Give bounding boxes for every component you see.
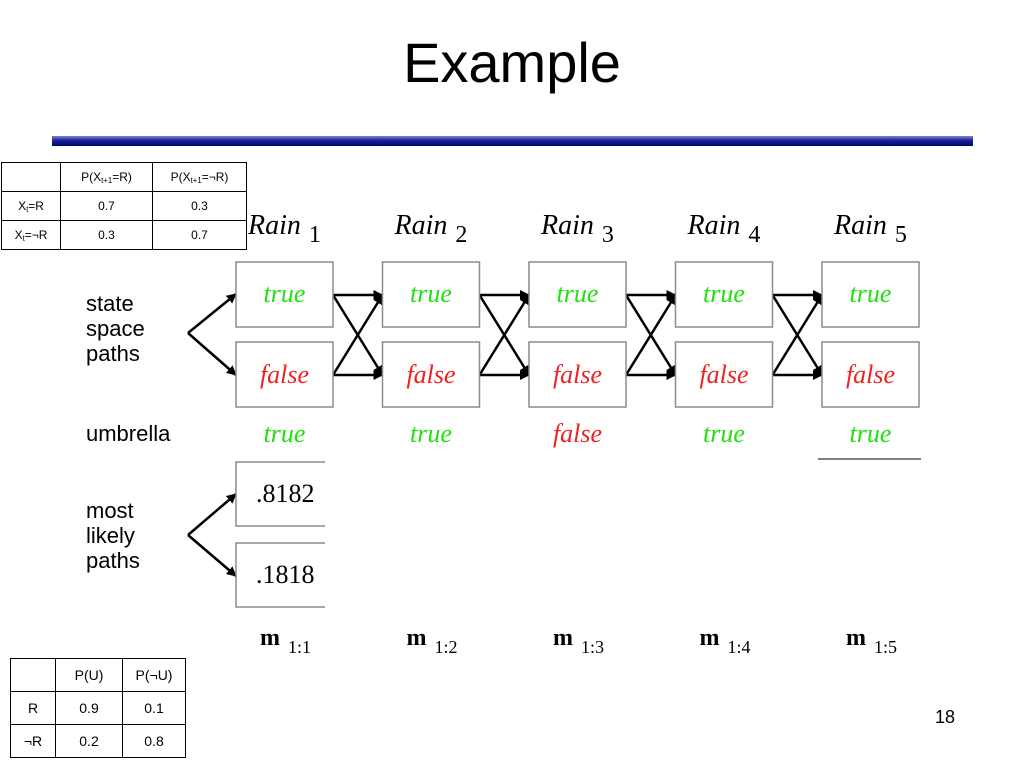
state-false-label: false — [553, 360, 602, 389]
table-cell: 0.7 — [60, 191, 153, 221]
umbrella-value: false — [553, 419, 602, 448]
title-divider-bar — [52, 136, 973, 146]
table-cell: 0.7 — [152, 220, 247, 250]
header-p-not-rain-next: P(Xt+1=¬R) — [152, 162, 247, 192]
state-box-false — [235, 341, 334, 408]
state-true-label: true — [703, 279, 745, 308]
state-box-true — [821, 261, 920, 328]
state-box-true — [674, 261, 774, 328]
state-space-paths-label: state — [86, 291, 134, 316]
state-nodes: true false true false true false true false true… — [235, 261, 920, 608]
state-box-true — [528, 261, 627, 328]
arrow-false-to-true — [331, 294, 384, 376]
umbrella-label: umbrella — [86, 421, 171, 446]
state-false-label: false — [260, 360, 309, 389]
fork-arrow-top — [187, 293, 237, 334]
state-true-label: true — [850, 279, 892, 308]
table-corner-cell — [1, 162, 61, 192]
arrow-false-to-true — [771, 294, 824, 376]
page-number: 18 — [935, 707, 956, 727]
state-false-label: false — [699, 360, 748, 389]
header-p-not-umbrella: P(¬U) — [122, 658, 186, 692]
table-cell: 0.3 — [152, 191, 247, 221]
most-likely-box — [235, 542, 325, 608]
most-likely-paths-label: most — [86, 498, 134, 523]
table-row: ¬R 0.2 0.8 — [10, 724, 186, 758]
state-space-paths-label: space — [86, 316, 145, 341]
state-false-label: false — [406, 360, 455, 389]
table-cell: 0.8 — [122, 724, 186, 758]
umbrella-value: true — [410, 419, 452, 448]
state-true-label: true — [557, 279, 599, 308]
table-cell: 0.3 — [60, 220, 153, 250]
table-row: Xt=¬R 0.3 0.7 — [1, 220, 247, 250]
fork-arrow-bottom — [187, 534, 237, 577]
table-row: R 0.9 0.1 — [10, 691, 186, 725]
state-box-false — [821, 341, 920, 408]
fork-arrow-bottom — [187, 332, 237, 376]
umbrella-value: true — [703, 419, 745, 448]
arrow-false-to-true — [624, 294, 677, 376]
state-box-false — [528, 341, 627, 408]
sensor-model-table: P(U) P(¬U) R 0.9 0.1 ¬R 0.2 0.8 — [10, 658, 186, 758]
most-likely-box — [235, 461, 325, 527]
umbrella-value: true — [264, 419, 306, 448]
table-cell: 0.9 — [55, 691, 123, 725]
table-row: Xt=R 0.7 0.3 — [1, 191, 247, 221]
state-false-label: false — [846, 360, 895, 389]
state-true-label: true — [264, 279, 306, 308]
transition-arrows — [187, 290, 824, 577]
state-box-true — [381, 261, 481, 328]
table-cell: 0.2 — [55, 724, 123, 758]
table-corner-cell — [10, 658, 56, 692]
table-header-row: P(Xt+1=R) P(Xt+1=¬R) — [1, 162, 247, 192]
most-likely-value: .8182 — [256, 479, 315, 508]
fork-arrow-top — [187, 493, 237, 536]
row-label: ¬R — [10, 724, 56, 758]
row-label: Xt=R — [1, 191, 61, 221]
row-label: R — [10, 691, 56, 725]
state-box-true — [235, 261, 334, 328]
most-likely-paths-label: likely — [86, 523, 135, 548]
state-box-false — [381, 341, 481, 408]
table-header-row: P(U) P(¬U) — [10, 658, 186, 692]
slide-title: Example — [403, 31, 621, 94]
transition-model-table: P(Xt+1=R) P(Xt+1=¬R) Xt=R 0.7 0.3 Xt=¬R … — [1, 162, 247, 250]
umbrella-value: true — [850, 419, 892, 448]
state-box-false — [674, 341, 774, 408]
most-likely-value: .1818 — [256, 560, 315, 589]
arrow-false-to-true — [478, 294, 531, 376]
most-likely-paths-label: paths — [86, 548, 140, 573]
state-true-label: true — [410, 279, 452, 308]
header-p-umbrella: P(U) — [55, 658, 123, 692]
state-space-paths-label: paths — [86, 341, 140, 366]
table-cell: 0.1 — [122, 691, 186, 725]
